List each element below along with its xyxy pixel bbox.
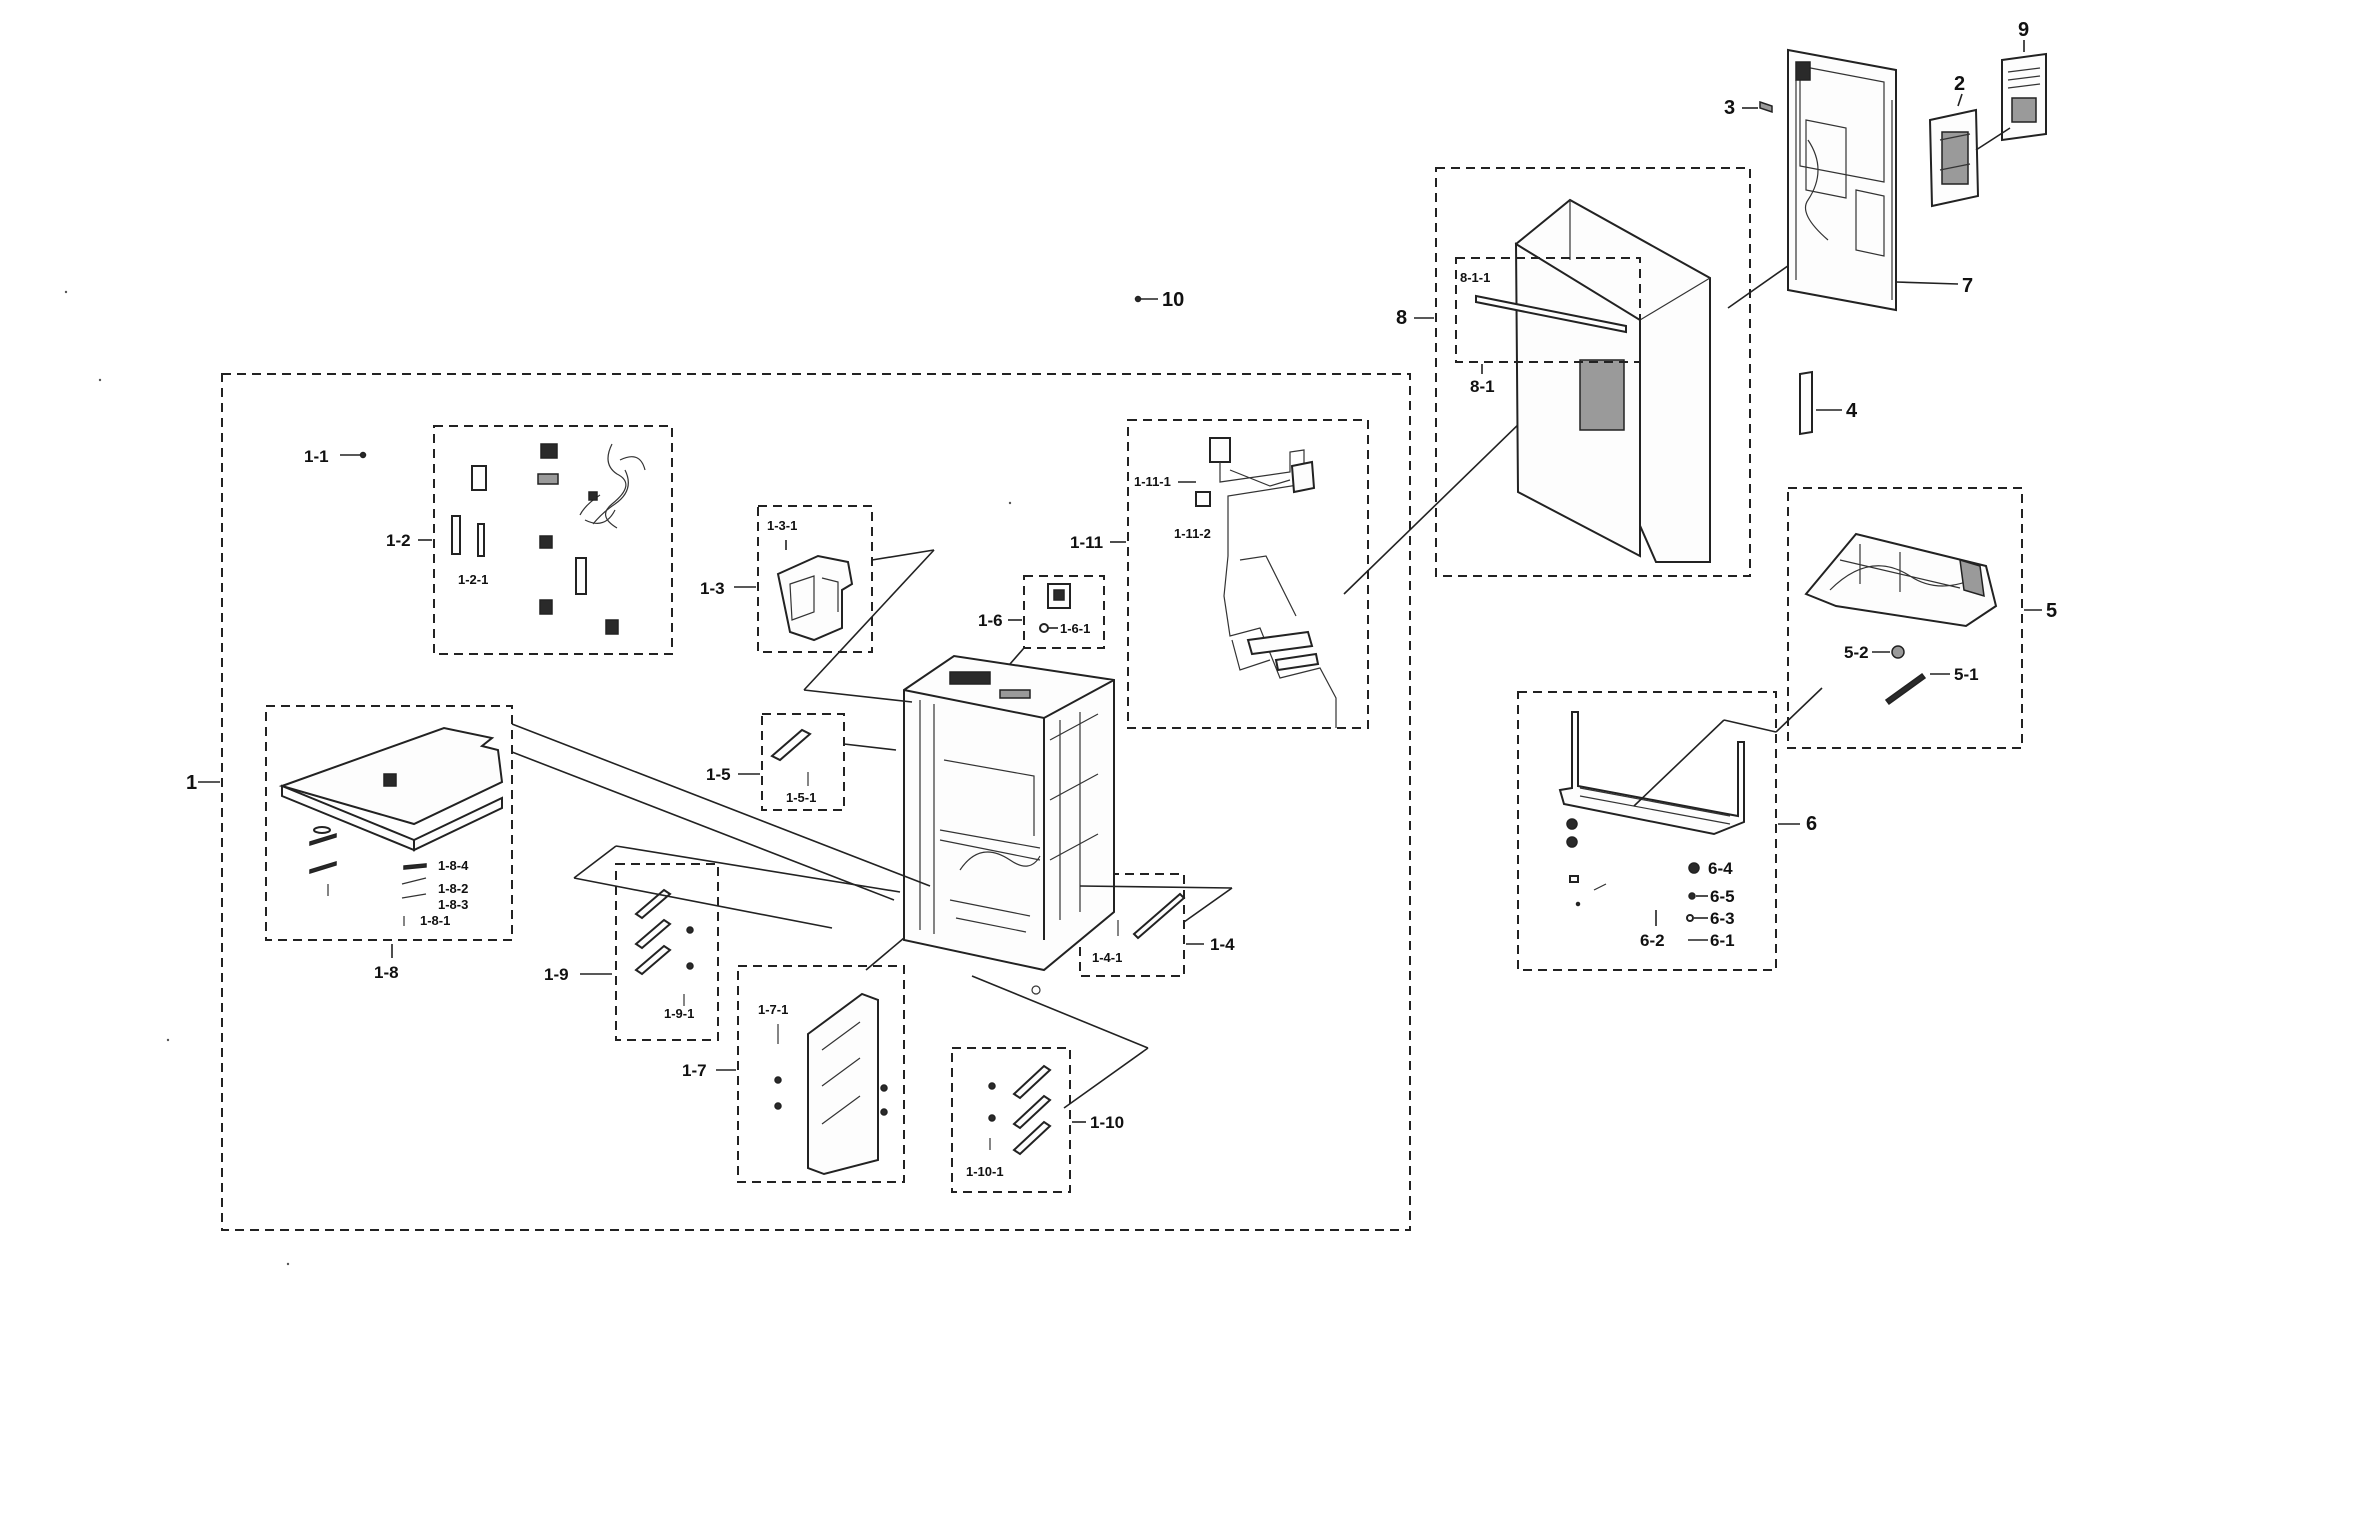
- tray-cover-part-1-8: [278, 726, 504, 852]
- label-5-2: 5-2: [1844, 643, 1869, 662]
- label-4: 4: [1846, 400, 1858, 422]
- label-1-6: 1-6: [978, 611, 1003, 630]
- label-1-11-2: 1-11-2: [1174, 526, 1211, 541]
- cover-part-2: [1928, 108, 1980, 208]
- guide-parts-1-10: [988, 1064, 1052, 1156]
- group-1-11-frame: [1127, 419, 1369, 729]
- cabinet-body: [903, 654, 1115, 995]
- label-1-8-3: 1-8-3: [438, 897, 468, 912]
- base-frame-part-6: [1558, 711, 1745, 836]
- label-6-1: 6-1: [1710, 931, 1735, 950]
- label-1-7-1: 1-7-1: [758, 1002, 788, 1017]
- rail-part-1-4: [1132, 892, 1186, 940]
- label-1-9: 1-9: [544, 965, 569, 984]
- label-1-2: 1-2: [386, 531, 411, 550]
- group-8-1-frame: [1455, 257, 1641, 363]
- cover-part-9: [2001, 52, 2047, 142]
- group-1-7-frame: [737, 965, 905, 1183]
- label-1-8-2: 1-8-2: [438, 881, 468, 896]
- label-1-3-1: 1-3-1: [767, 518, 797, 533]
- label-8-1-1: 8-1-1: [1460, 270, 1490, 285]
- outer-case-part-8: [1514, 198, 1711, 563]
- label-1: 1: [186, 772, 197, 794]
- duct-part-1-3: [776, 554, 854, 642]
- label-1-2-1: 1-2-1: [458, 572, 488, 587]
- label-1-9-1: 1-9-1: [664, 1006, 694, 1021]
- label-5: 5: [2046, 600, 2057, 622]
- part-6-4: [1688, 862, 1700, 874]
- label-1-11-1: 1-11-1: [1134, 474, 1171, 489]
- group-1-2-frame: [433, 425, 673, 655]
- label-1-8: 1-8: [374, 963, 399, 982]
- label-1-11: 1-11: [1070, 533, 1103, 552]
- label-6-2: 6-2: [1640, 931, 1665, 950]
- bracket-part-8-1: [1475, 294, 1627, 334]
- guide-parts-1-9: [634, 888, 694, 1006]
- label-6-3: 6-3: [1710, 909, 1735, 928]
- assembly-leader-lines: [511, 549, 1233, 1109]
- label-1-7: 1-7: [682, 1061, 707, 1080]
- part-5-1: [1884, 672, 1927, 706]
- part-5-2: [1891, 645, 1905, 659]
- label-1-8-4: 1-8-4: [438, 858, 469, 873]
- label-8: 8: [1396, 307, 1407, 329]
- label-6-4: 6-4: [1708, 859, 1733, 878]
- evaporator-part-5: [1804, 532, 1998, 628]
- small-parts-6: [1566, 818, 1607, 907]
- part-6-5: [1688, 892, 1696, 900]
- label-2: 2: [1954, 73, 1965, 95]
- label-1-5-1: 1-5-1: [786, 790, 816, 805]
- group-1-10-frame: [951, 1047, 1071, 1193]
- part-10: [1134, 295, 1142, 303]
- part-3: [1759, 100, 1773, 114]
- assembly-1-frame: [221, 373, 1411, 1231]
- label-1-5: 1-5: [706, 765, 731, 784]
- group-1-5-frame: [761, 713, 845, 811]
- group-8-frame: [1435, 167, 1751, 577]
- part-4: [1799, 370, 1813, 436]
- back-panel-part-7: [1787, 48, 1897, 312]
- label-8-1: 8-1: [1470, 377, 1495, 396]
- pcb-parts-1-2: [451, 443, 646, 635]
- group-1-8-frame: [265, 705, 513, 941]
- tubing-part-1-11: [1209, 437, 1337, 728]
- label-1-3: 1-3: [700, 579, 725, 598]
- label-1-10-1: 1-10-1: [966, 1164, 1004, 1179]
- rail-part-1-5: [770, 728, 812, 762]
- label-9: 9: [2018, 19, 2029, 41]
- label-1-6-1: 1-6-1: [1060, 621, 1090, 636]
- label-1-8-1: 1-8-1: [420, 913, 450, 928]
- label-1-1: 1-1: [304, 447, 329, 466]
- leader-5-to-6: [1775, 687, 1823, 733]
- label-3: 3: [1724, 97, 1735, 119]
- group-1-9-frame: [615, 863, 719, 1041]
- label-7: 7: [1962, 275, 1973, 297]
- group-5-frame: [1787, 487, 2023, 749]
- label-1-4-1: 1-4-1: [1092, 950, 1122, 965]
- group-6-frame: [1517, 691, 1777, 971]
- group-1-3-frame: [757, 505, 873, 653]
- label-10: 10: [1162, 289, 1184, 311]
- part-6-3: [1686, 914, 1694, 922]
- label-5-1: 5-1: [1954, 665, 1979, 684]
- label-1-4: 1-4: [1210, 935, 1235, 954]
- label-6: 6: [1806, 813, 1817, 835]
- side-panel-part-1-7: [774, 992, 888, 1176]
- label-1-10: 1-10: [1090, 1113, 1124, 1132]
- label-6-5: 6-5: [1710, 887, 1735, 906]
- small-parts-1-8: [309, 826, 427, 926]
